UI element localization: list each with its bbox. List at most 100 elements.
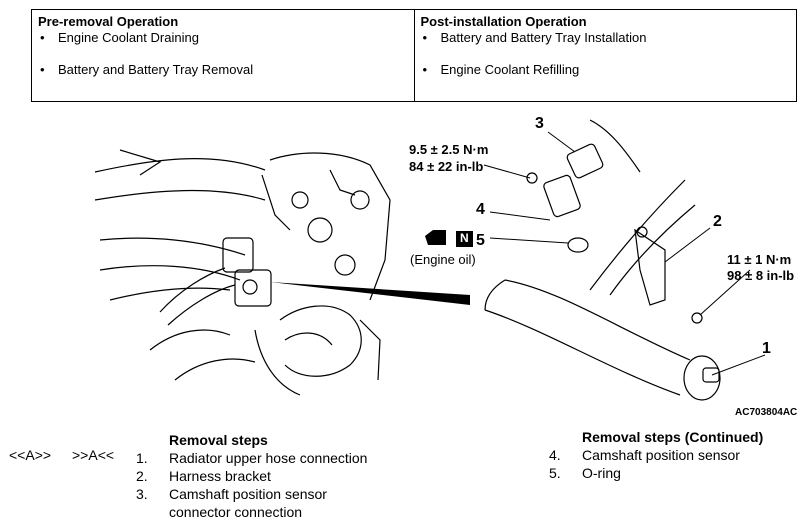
hose-clamp: [683, 355, 721, 401]
list-item: 2. Harness bracket: [136, 467, 367, 485]
engine-block-outline: [359, 319, 381, 381]
pre-removal-item: • Battery and Battery Tray Removal: [38, 62, 408, 78]
engine-oil-label: (Engine oil): [410, 252, 476, 267]
oil-can-icon: [425, 230, 446, 245]
callout-4: 4: [476, 201, 485, 218]
callout-5: 5: [476, 232, 485, 249]
step-text: Harness bracket: [169, 468, 271, 484]
post-installation-title: Post-installation Operation: [420, 14, 587, 29]
step-number: 3.: [136, 486, 148, 502]
bullet: •: [422, 62, 428, 77]
torque-label-right: 11 ± 1 N·m: [727, 252, 792, 267]
engine-block-outline: [269, 152, 391, 301]
engine-bolt: [291, 191, 309, 209]
removal-steps-continued-list: Removal steps (Continued) 4. Camshaft pos…: [549, 428, 763, 482]
leader-line: [547, 131, 576, 153]
post-installation-item-text: Battery and Battery Tray Installation: [440, 30, 647, 45]
engine-hose-outline: [94, 189, 266, 201]
engine-block-outline: [149, 329, 231, 351]
list-item: 3. Camshaft position sensor: [136, 485, 367, 503]
removal-steps-list: Removal steps 1. Radiator upper hose conn…: [136, 431, 367, 521]
engine-hose-outline: [99, 237, 246, 256]
post-installation-item-text: Engine Coolant Refilling: [440, 62, 580, 77]
harness-bracket: [634, 228, 666, 306]
engine-hose-outline: [109, 287, 231, 301]
marker-a-right: >>A<<: [72, 447, 115, 463]
engine-block-outline: [174, 358, 256, 381]
zoom-pointer: [270, 282, 470, 305]
leader-line: [664, 227, 711, 263]
post-installation-item: • Battery and Battery Tray Installation: [421, 30, 791, 46]
operations-table: Pre-removal Operation • Engine Coolant Dr…: [31, 9, 797, 102]
step-text: O-ring: [582, 465, 621, 481]
torque-label-top: 9.5 ± 2.5 N·m: [409, 142, 489, 157]
step-number: 1.: [136, 450, 148, 466]
sensor-bolt: [526, 172, 538, 184]
new-part-icon: [456, 231, 473, 247]
bracket-hole: [636, 226, 648, 238]
pre-removal-title: Pre-removal Operation: [38, 14, 179, 29]
bullet: •: [422, 30, 428, 45]
hose-clamp-screw: [702, 367, 720, 383]
removal-steps-title: Removal steps: [169, 432, 268, 448]
engine-block-outline: [284, 332, 333, 346]
engine-bolt: [350, 190, 370, 210]
pre-removal-column: Pre-removal Operation • Engine Coolant Dr…: [32, 10, 414, 101]
removal-steps-continued-title: Removal steps (Continued): [582, 429, 764, 445]
step-text: Camshaft position sensor: [582, 447, 740, 463]
engine-block-outline: [254, 329, 301, 396]
pre-removal-item: • Engine Coolant Draining: [38, 30, 408, 46]
bracket-bolt: [691, 312, 703, 324]
step-text: connector connection: [169, 504, 303, 520]
pre-removal-item-text: Battery and Battery Tray Removal: [58, 62, 254, 77]
engine-block-outline: [279, 305, 362, 377]
marker-a-left: <<A>>: [9, 447, 52, 463]
leader-line: [489, 237, 569, 244]
list-item: 1. Radiator upper hose connection: [136, 449, 367, 467]
engine-block-outline: [261, 174, 291, 231]
engine-hose-outline: [94, 158, 266, 173]
leader-line: [489, 211, 551, 221]
step-number: 2.: [136, 468, 148, 484]
engine-hose-outline: [99, 265, 241, 281]
camshaft-sensor: [543, 174, 581, 218]
harness-bracket: [609, 204, 696, 296]
list-item: 5. O-ring: [549, 464, 763, 482]
step-text: Camshaft position sensor: [169, 486, 327, 502]
post-installation-item: • Engine Coolant Refilling: [421, 62, 791, 78]
step-number: [136, 503, 169, 521]
post-installation-column: Post-installation Operation • Battery and…: [413, 10, 797, 101]
bullet: •: [40, 62, 45, 77]
connector: [566, 143, 604, 179]
engine-bolt: [334, 254, 356, 276]
list-item: connector connection: [136, 503, 367, 521]
leader-line: [711, 354, 766, 376]
torque-label-right: 98 ± 8 in-lb: [727, 268, 795, 283]
step-number: 4.: [549, 447, 561, 463]
list-item: 4. Camshaft position sensor: [549, 446, 763, 464]
new-part-label: N: [460, 231, 469, 245]
o-ring: [567, 237, 589, 253]
radiator-hose: [504, 279, 691, 361]
engine-bolt: [307, 217, 333, 243]
engine-block-outline: [119, 149, 162, 176]
engine-block-outline: [329, 169, 356, 196]
callout-2: 2: [713, 213, 722, 230]
engine-hose-outline: [167, 284, 236, 326]
radiator-hose: [484, 309, 681, 396]
engine-bolt: [242, 279, 258, 295]
step-text: Radiator upper hose connection: [169, 450, 368, 466]
sensor-housing: [234, 269, 272, 307]
step-number: 5.: [549, 465, 561, 481]
radiator-hose: [484, 279, 506, 311]
torque-label-top: 84 ± 22 in-lb: [409, 159, 484, 174]
leader-line: [699, 269, 751, 316]
callout-1: 1: [762, 340, 771, 357]
engine-hose-outline: [159, 267, 226, 313]
pre-removal-item-text: Engine Coolant Draining: [58, 30, 199, 45]
connector-wire: [589, 119, 641, 173]
figure-code: AC703804AC: [735, 407, 798, 418]
leader-line: [483, 164, 531, 179]
bullet: •: [40, 30, 45, 45]
